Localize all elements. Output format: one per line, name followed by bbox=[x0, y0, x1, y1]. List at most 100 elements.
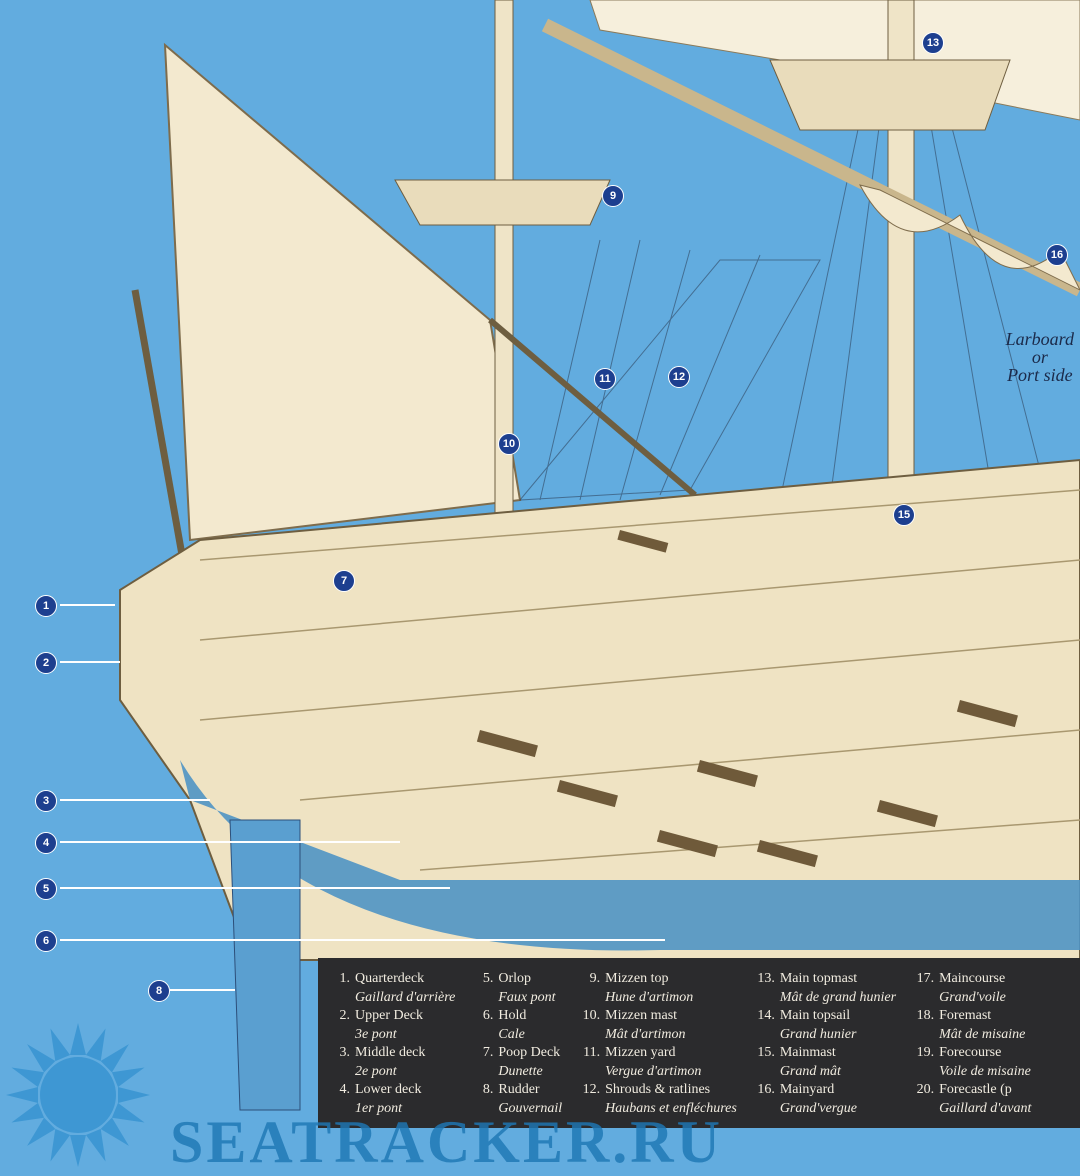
legend-term: 6.Hold bbox=[469, 1007, 562, 1026]
legend-number: 4. bbox=[339, 1082, 351, 1097]
legend-term: 16.Mainyard bbox=[751, 1081, 896, 1100]
legend-french: Dunette bbox=[498, 1063, 543, 1079]
legend-english: Main topsail bbox=[779, 1008, 851, 1023]
leader-line bbox=[60, 661, 120, 663]
legend-english: Shrouds & ratlines bbox=[605, 1082, 711, 1097]
legend-english: Middle deck bbox=[355, 1045, 426, 1060]
shrouds bbox=[518, 119, 1041, 501]
legend-english: Foremast bbox=[939, 1008, 992, 1023]
legend-english: Maincourse bbox=[939, 971, 1006, 986]
legend-term: 14.Main topsail bbox=[751, 1007, 896, 1026]
legend-number: 8. bbox=[482, 1082, 494, 1097]
sun-ray bbox=[11, 1102, 45, 1123]
legend-term: 17. Maincourse bbox=[910, 970, 1031, 989]
legend-term: 5.Orlop bbox=[469, 970, 562, 989]
legend-number: 15. bbox=[757, 1045, 775, 1060]
marker-1: 1 bbox=[35, 595, 57, 617]
legend-number: 19. bbox=[916, 1045, 935, 1060]
legend-english: Upper Deck bbox=[355, 1008, 424, 1023]
sun-ray bbox=[11, 1067, 45, 1088]
mizzen-top bbox=[394, 179, 611, 226]
legend-term: 4.Lower deck bbox=[326, 1081, 455, 1100]
legend-french: Voile de misaine bbox=[939, 1063, 1031, 1079]
legend-term: 20.Forecastle (p bbox=[910, 1081, 1031, 1100]
legend-french: Grand'vergue bbox=[779, 1100, 857, 1116]
legend-english: Mizzen mast bbox=[605, 1008, 678, 1023]
marker-10: 10 bbox=[498, 433, 520, 455]
legend-number: 7. bbox=[482, 1045, 494, 1060]
legend-number: 17. bbox=[916, 971, 935, 986]
legend-english: Main topmast bbox=[779, 971, 858, 986]
main-top bbox=[769, 59, 1011, 131]
mizzen-sail bbox=[163, 42, 522, 542]
leader-line bbox=[60, 604, 115, 606]
legend-french: Haubans et enfléchures bbox=[605, 1100, 737, 1116]
legend-french: Gouvernail bbox=[498, 1100, 563, 1116]
mizzen-yard bbox=[488, 317, 697, 498]
marker-13: 13 bbox=[922, 32, 944, 54]
legend-number: 12. bbox=[582, 1082, 601, 1097]
legend-number: 9. bbox=[589, 971, 601, 986]
sun-ray bbox=[6, 1087, 38, 1103]
leader-line bbox=[60, 799, 210, 801]
legend-english: Rudder bbox=[498, 1082, 540, 1097]
leader-line bbox=[60, 887, 450, 889]
legend-french: Grand mât bbox=[779, 1063, 841, 1079]
legend-term: 13.Main topmast bbox=[751, 970, 896, 989]
legend-french: 3e pont bbox=[355, 1026, 397, 1042]
legend-term: 18.Foremast bbox=[910, 1007, 1031, 1026]
sun-ray bbox=[27, 1044, 56, 1073]
watermark: SEATRACKER.RU bbox=[170, 1109, 723, 1175]
legend-english: Hold bbox=[498, 1008, 527, 1023]
marker-12: 12 bbox=[668, 366, 690, 388]
legend-english: Mainyard bbox=[779, 1082, 835, 1097]
port-label-line: Port side bbox=[1007, 365, 1073, 385]
legend-item: 2. Upper Deck 3e pont bbox=[326, 1007, 455, 1044]
legend-term: 7.Poop Deck bbox=[469, 1044, 562, 1063]
marker-9: 9 bbox=[602, 185, 624, 207]
deck-lines bbox=[199, 489, 1080, 871]
legend-term: 11.Mizzen yard bbox=[576, 1044, 737, 1063]
ensign-staff bbox=[131, 289, 194, 601]
marker-3: 3 bbox=[35, 790, 57, 812]
legend-term: 15.Mainmast bbox=[751, 1044, 896, 1063]
sun-ray bbox=[50, 1128, 71, 1162]
legend-term: 19.Forecourse bbox=[910, 1044, 1031, 1063]
marker-7: 7 bbox=[333, 570, 355, 592]
marker-11: 11 bbox=[594, 368, 616, 390]
legend-french: Mât d'artimon bbox=[605, 1026, 686, 1042]
marker-2: 2 bbox=[35, 652, 57, 674]
legend-term: 8. Rudder bbox=[469, 1081, 562, 1100]
marker-4: 4 bbox=[35, 832, 57, 854]
legend-french: Faux pont bbox=[498, 989, 556, 1005]
marker-16: 16 bbox=[1046, 244, 1068, 266]
marker-15: 15 bbox=[893, 504, 915, 526]
leader-line bbox=[60, 841, 400, 843]
legend-term: 3.Middle deck bbox=[326, 1044, 455, 1063]
marker-5: 5 bbox=[35, 878, 57, 900]
cannons bbox=[476, 530, 1018, 868]
legend-number: 20. bbox=[916, 1082, 935, 1097]
legend-french: Grand'voile bbox=[939, 989, 1006, 1005]
legend-number: 2. bbox=[339, 1008, 351, 1023]
sun-ray bbox=[85, 1028, 106, 1062]
sun-ray bbox=[100, 1044, 129, 1073]
legend-term: 10.Mizzen mast bbox=[576, 1007, 737, 1026]
